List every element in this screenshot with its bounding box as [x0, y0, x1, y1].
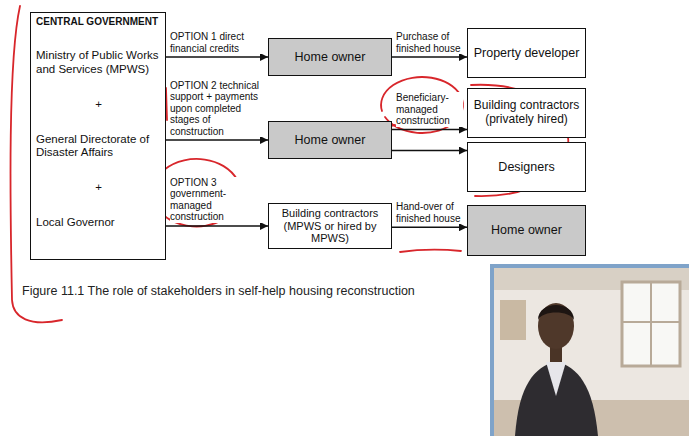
edge-label: OPTION 1 direct financial credits: [170, 31, 264, 54]
flow-arrow: [392, 56, 467, 58]
box-label: Building contractors (privately hired): [471, 99, 582, 127]
box-label: Building contractors (MPWS or hired by M…: [272, 207, 388, 245]
inset-frame: [490, 264, 689, 436]
presenter-shirt: [546, 362, 566, 396]
box-label: Designers: [471, 160, 582, 174]
flow-arrow: [166, 225, 268, 227]
video-inset: [490, 264, 689, 436]
contractor-box: Building contractors (privately hired): [467, 88, 586, 138]
edge-label: Beneficiary-managed construction: [396, 92, 463, 127]
group-heading: CENTRAL GOVERNMENT: [36, 16, 161, 28]
box-label: General Directorate of Disaster Affairs: [36, 133, 161, 159]
developer-box: Property developer: [467, 28, 586, 78]
flow-arrow: [166, 56, 268, 58]
edge-label: Purchase of finished house: [396, 31, 463, 54]
designer-box: Designers: [467, 142, 586, 192]
box-label: Home owner: [272, 133, 388, 147]
plus-sign: +: [36, 181, 161, 194]
flow-arrow: [392, 129, 467, 131]
plus-sign: +: [36, 98, 161, 111]
owner-box: Home owner: [268, 38, 392, 76]
inset-window: [622, 282, 680, 366]
box-label: Home owner: [272, 50, 388, 64]
contractor-box: Building contractors (MPWS or hired by M…: [268, 203, 392, 250]
flow-arrow: [392, 226, 467, 228]
inset-shelf: [500, 300, 526, 340]
box-label: Property developer: [471, 46, 582, 60]
flow-arrow: [166, 139, 268, 141]
figure-caption: Figure 11.1 The role of stakeholders in …: [22, 284, 415, 298]
edge-label: Hand-over of finished house: [396, 201, 463, 224]
red-circle: [381, 77, 463, 133]
red-underline: [400, 250, 461, 252]
presenter-suit: [515, 361, 598, 436]
box-label: Local Governor: [36, 216, 161, 229]
inset-wall: [494, 268, 689, 436]
box-label: Home owner: [471, 223, 582, 237]
edge-label: OPTION 3 government-managed construction: [170, 177, 264, 223]
owner-box: Home owner: [467, 205, 586, 256]
red-tick: [166, 88, 167, 120]
flow-arrow: [392, 150, 467, 152]
presenter-head: [538, 303, 574, 349]
presenter-hair: [538, 305, 574, 320]
box-label: Ministry of Public Works and Services (M…: [36, 49, 161, 75]
edge-label: OPTION 2 technical support + payments up…: [170, 80, 264, 138]
inset-window-bar: [650, 282, 652, 366]
government-box: CENTRAL GOVERNMENT Ministry of Public Wor…: [30, 12, 166, 260]
inset-window-bar: [622, 321, 680, 323]
owner-box: Home owner: [268, 121, 392, 159]
